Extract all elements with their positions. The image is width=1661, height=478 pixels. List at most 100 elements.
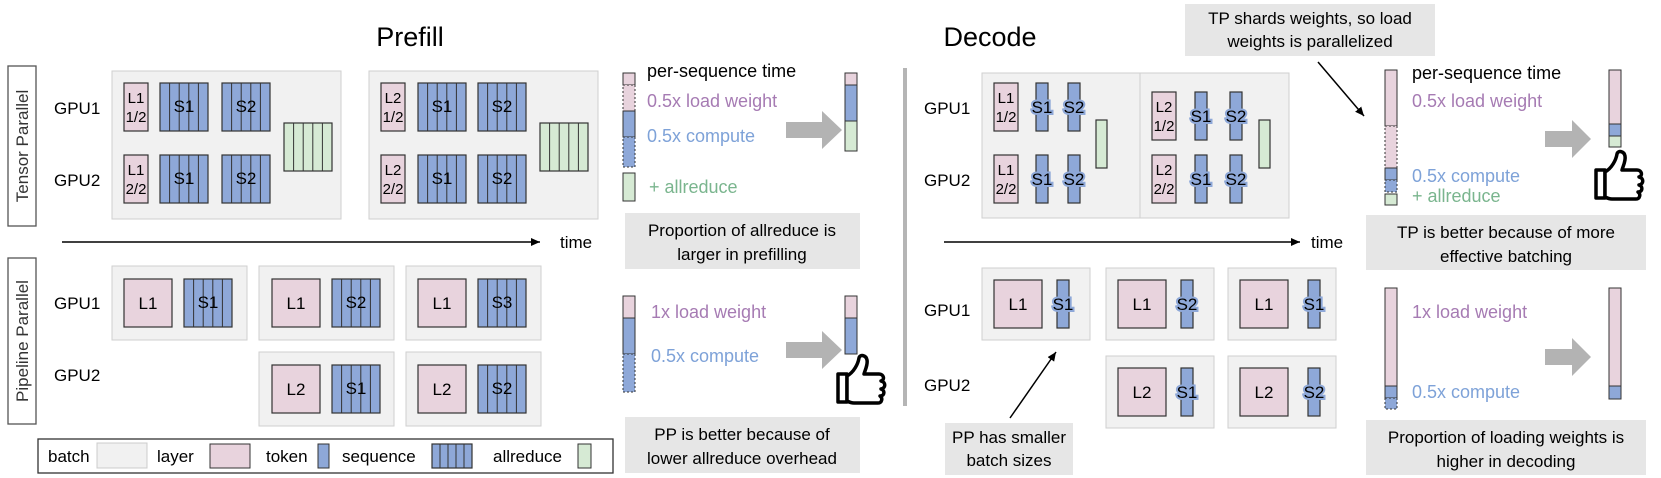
decode-pp-callout-arrow [1009,351,1057,419]
prefill-title: Prefill [376,22,444,52]
token-label: S2 [1177,295,1198,314]
prefill-pp-gpu2-label: GPU2 [54,366,100,385]
decode-pp-note-line1: Proportion of loading weights is [1388,428,1624,447]
prefill-pp-note-line2: lower allreduce overhead [647,449,837,468]
token-block [1229,91,1243,141]
layer-label: 1/2 [126,109,147,126]
layer-label: L1 [1009,295,1028,314]
sequence-label: S2 [236,97,257,116]
decode-tp-callout-arrow [1317,61,1365,117]
decode-tp-gpu1-label: GPU1 [924,99,970,118]
layer-block [123,82,149,132]
token-label: S2 [1226,170,1247,189]
legend-token-label: token [266,447,308,466]
sequence-block [477,82,527,132]
token-label: S1 [1177,383,1198,402]
decode-pp-gpu2-label: GPU2 [924,376,970,395]
layer-block [1239,367,1289,417]
decode-tp-callout: TP shards weights, so load weights is pa… [1185,4,1435,56]
prefill-tp-note-line2: larger in prefilling [677,245,806,264]
layer-label: L2 [385,162,402,179]
sequence-block [159,154,209,204]
layer-block [380,154,406,204]
decode-tp-per-seq-label: per-sequence time [1412,63,1561,83]
layer-block [1239,279,1289,329]
decode-tp-time-breakdown [1384,69,1622,206]
decode-pp-callout: PP has smaller batch sizes [945,423,1073,475]
decode-thumbs-up-icon [1594,149,1645,201]
legend-layer-label: layer [157,447,194,466]
token-block [1056,279,1070,329]
layer-label: L1 [128,90,145,107]
allreduce-block [539,122,589,172]
layer-block [123,154,149,204]
layer-label: 2/2 [1154,181,1175,198]
bottom-legend: batch layer token sequence allreduce [37,438,614,474]
prefill-thumbs-up-icon [836,353,887,405]
layer-block [1117,367,1167,417]
allreduce-block [283,122,333,172]
sequence-label: S1 [432,97,453,116]
sequence-block [417,82,467,132]
layer-label: L1 [287,294,306,313]
decode-pp-callout-line1: PP has smaller [952,428,1066,447]
prefill-pp-note: PP is better because of lower allreduce … [625,417,860,473]
token-block [1035,82,1049,132]
layer-block [993,82,1019,132]
token-label: S1 [1053,295,1074,314]
decode-tp-compute-label: 0.5x compute [1412,166,1520,186]
token-block [1067,82,1081,132]
sequence-block [159,82,209,132]
layer-label: L1 [128,162,145,179]
token-block [1229,154,1243,204]
sequence-block [331,364,381,414]
sequence-block [477,154,527,204]
legend-batch-swatch [96,442,148,469]
decode-pp-gpu1-label: GPU1 [924,301,970,320]
allreduce-block [1258,119,1271,169]
layer-block [993,279,1043,329]
prefill-pp-compute-label: 0.5x compute [651,346,759,366]
decode-pp-time-breakdown [1384,287,1622,410]
sequence-block [183,278,233,328]
prefill-tp-allreduce-label: + allreduce [649,177,738,197]
prefill-tp-time-breakdown [622,72,858,202]
token-label: S2 [1064,170,1085,189]
decode-tp-note-line1: TP is better because of more [1397,223,1615,242]
sequence-label: S2 [492,379,513,398]
pp-row-label: Pipeline Parallel [7,257,37,425]
layer-label: L2 [433,380,452,399]
legend-token-swatch [317,443,330,469]
decode-tp-allreduce-label: + allreduce [1412,186,1501,206]
layer-label: L1 [1133,295,1152,314]
layer-label: L1 [998,90,1015,107]
token-block [1194,91,1208,141]
legend-layer-swatch [209,443,251,469]
layer-block [271,364,321,414]
token-label: S1 [1032,170,1053,189]
token-label: S1 [1304,295,1325,314]
layer-block [993,154,1019,204]
decode-tp-note-line2: effective batching [1440,247,1572,266]
layer-block [380,82,406,132]
legend-allreduce-swatch [577,443,592,469]
prefill-tp-load-label: 0.5x load weight [647,91,777,111]
prefill-tp-per-seq-label: per-sequence time [647,61,796,81]
layer-label: L2 [1156,162,1173,179]
layer-label: L1 [139,294,158,313]
tp-row-label: Tensor Parallel [7,65,37,227]
prefill-pp-load-label: 1x load weight [651,302,766,322]
token-label: S1 [1191,107,1212,126]
prefill-tp-gpu1-label: GPU1 [54,99,100,118]
layer-label: 2/2 [383,181,404,198]
sequence-label: S3 [492,293,513,312]
sequence-block [477,364,527,414]
prefill-pp-note-line1: PP is better because of [654,425,830,444]
prefill-tp-note-line1: Proportion of allreduce is [648,221,836,240]
layer-label: L2 [1133,383,1152,402]
sequence-label: S2 [492,97,513,116]
prefill-pp-gpu1-label: GPU1 [54,294,100,313]
decode-pp-callout-line2: batch sizes [966,451,1051,470]
sequence-block [417,154,467,204]
